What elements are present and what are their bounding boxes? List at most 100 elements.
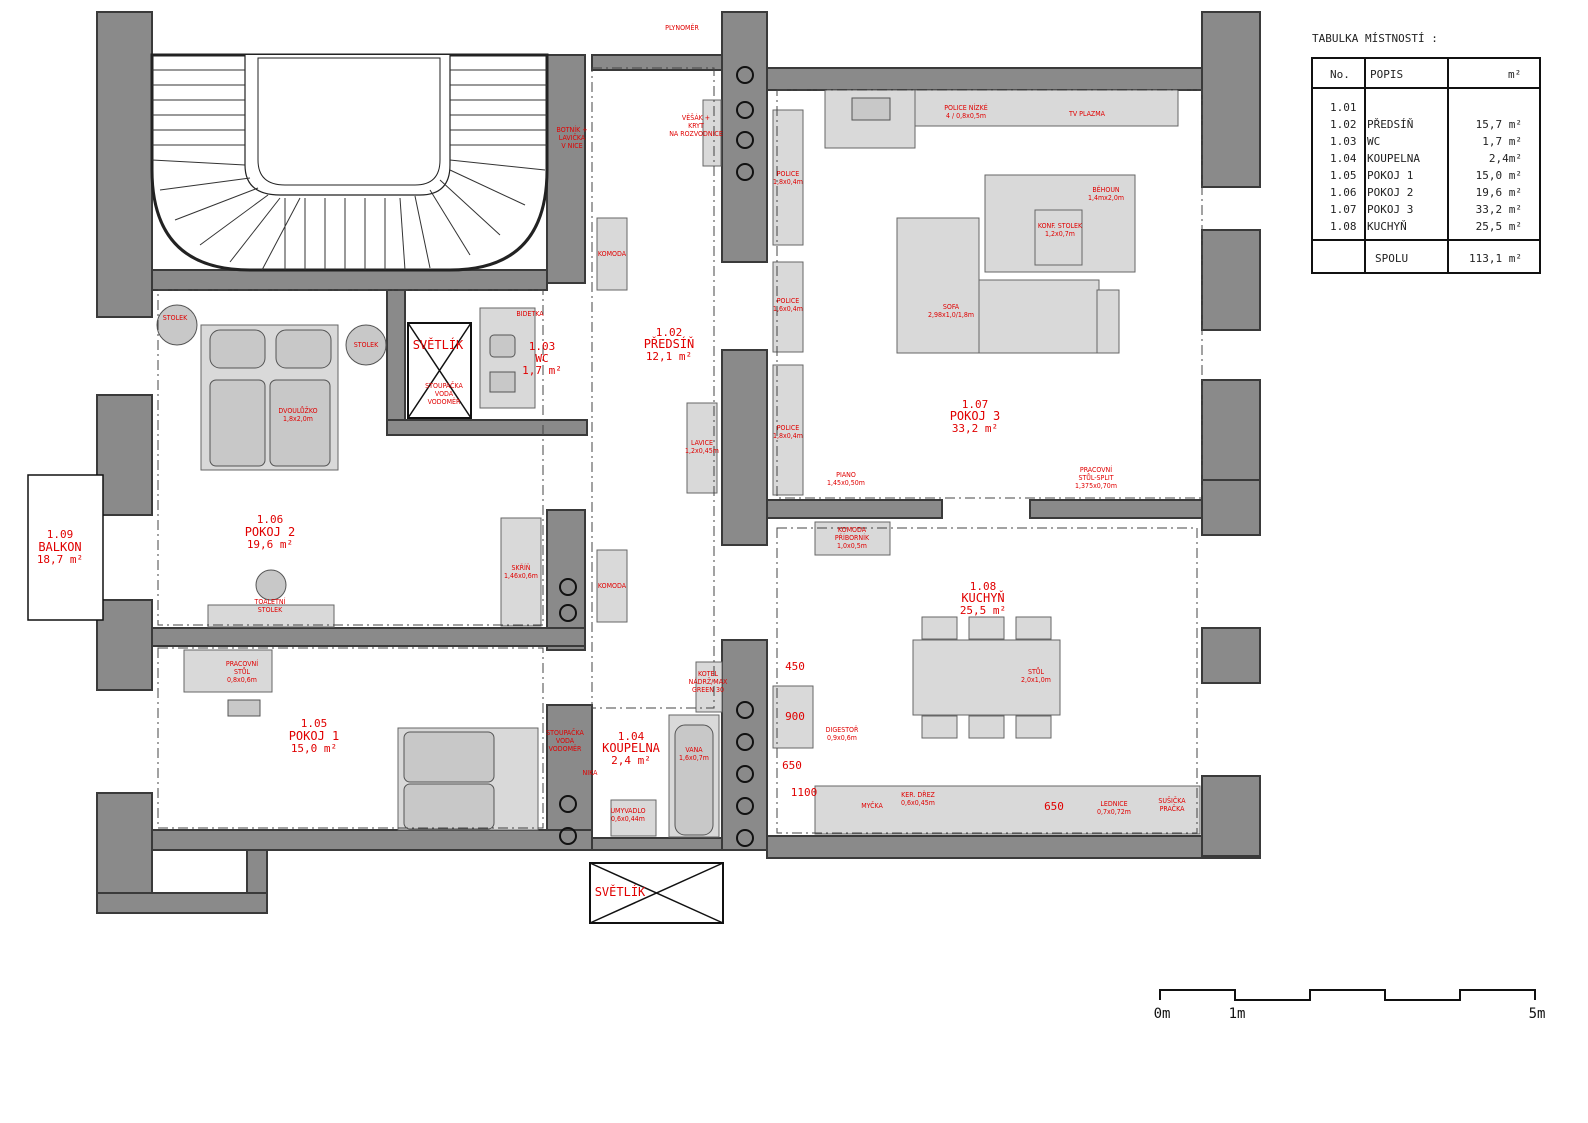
label-konf-dim: 1,2x0,7m: [1045, 230, 1075, 238]
label-skrin: SKŘÍŇ: [511, 563, 530, 572]
label-police-nizke-dim: 4 / 0,8x0,5m: [946, 112, 986, 120]
label-vana: VANA: [685, 746, 703, 754]
label-pracovni: PRACOVNÍ: [226, 659, 258, 668]
room-107-name: POKOJ 3: [950, 409, 1001, 423]
table-row-area: 25,5 m²: [1476, 220, 1522, 233]
label-komoda-2: KOMODA: [598, 582, 627, 590]
room-106-area: 19,6 m²: [247, 538, 293, 551]
room-109-name: BALKON: [38, 540, 81, 554]
room-103-no: 1.03: [529, 340, 556, 353]
label-voda-2: VODA: [556, 737, 575, 745]
table-row-popis: POKOJ 3: [1367, 203, 1413, 216]
label-lednice-dim: 0,7x0,72m: [1097, 808, 1131, 816]
staircase: [150, 53, 549, 272]
label-digestor: DIGESTOŘ: [826, 725, 859, 734]
label-piano: PIANO: [836, 471, 856, 479]
dim-1100: 1100: [791, 786, 818, 799]
label-toaletni: TOALETNÍ: [254, 597, 286, 606]
furniture: [156, 89, 1201, 838]
label-rozvodnice: NA ROZVODNICE: [669, 130, 723, 138]
label-prac-stul: PRACOVNÍ: [1080, 465, 1112, 474]
label-pribornik: PŘÍBORNÍK: [835, 533, 870, 542]
label-komoda-1: KOMODA: [598, 250, 627, 258]
label-stolek-1: STOLEK: [163, 314, 188, 322]
room-108-no: 1.08: [970, 580, 997, 593]
table-row-popis: PŘEDSÍŇ: [1367, 118, 1413, 131]
label-umyvadlo-dim: 0,6x0,44m: [611, 815, 645, 823]
label-plynomer: PLYNOMĚR: [665, 23, 699, 32]
table-row-no: 1.04: [1330, 152, 1357, 165]
table-row-area: 1,7 m²: [1482, 135, 1522, 148]
label-prac-stul-dim: 1,375x0,70m: [1075, 482, 1117, 490]
label-stolek-2: STOLEK: [354, 341, 379, 349]
room-boundaries: [157, 67, 1203, 834]
table-row-popis: POKOJ 1: [1367, 169, 1413, 182]
label-police-2-dim: 1,6x0,4m: [773, 305, 803, 313]
label-pracovni-dim: 0,8x0,6m: [227, 676, 257, 684]
scale-labels: 0m 1m 5m: [1154, 1006, 1546, 1022]
table-row-popis: KUCHYŇ: [1367, 220, 1407, 233]
label-tv: TV PLAZMA: [1068, 110, 1106, 118]
label-sofa: SOFA: [943, 303, 960, 311]
table-row-no: 1.03: [1330, 135, 1357, 148]
label-sofa-dim: 2,98x1,0/1,8m: [928, 311, 974, 319]
room-106-name: POKOJ 2: [245, 525, 296, 539]
table-row-area: 33,2 m²: [1476, 203, 1522, 216]
label-lavicka: LAVIČKA: [559, 133, 586, 142]
dim-650-b: 650: [1044, 800, 1064, 813]
scale-bar: [1159, 989, 1536, 1001]
room-107-no: 1.07: [962, 398, 989, 411]
label-skrin-dim: 1,46x0,6m: [504, 572, 538, 580]
room-102-name: PŘEDSÍŇ: [644, 336, 695, 351]
label-pracovni-2: STŮL: [234, 667, 250, 676]
room-106-no: 1.06: [257, 513, 284, 526]
room-103-name: WC: [535, 352, 548, 365]
table-header-popis: POPIS: [1370, 68, 1403, 81]
room-labels: 1.02 PŘEDSÍŇ 12,1 m² 1.03 WC 1,7 m² 1.04…: [37, 326, 1006, 767]
table-row-no: 1.05: [1330, 169, 1357, 182]
room-102-area: 12,1 m²: [646, 350, 692, 363]
label-svetlik-1: SVĚTLÍK: [413, 337, 464, 352]
label-vana-dim: 1,6x0,7m: [679, 754, 709, 762]
label-bidetka: BIDETKA: [516, 310, 544, 318]
label-police-3: POLICE: [777, 424, 800, 432]
furniture-labels: PLYNOMĚR VĚŠÁK + KRYT NA ROZVODNICE BOTN…: [163, 23, 1186, 899]
label-pracka: PRAČKA: [1160, 804, 1185, 813]
table-row-popis: POKOJ 2: [1367, 186, 1413, 199]
label-kerdrez: KER. DŘEZ: [901, 790, 935, 799]
room-104-name: KOUPELNA: [602, 741, 661, 755]
label-digestor-dim: 0,9x0,6m: [827, 734, 857, 742]
label-mycka: MYČKA: [861, 801, 883, 810]
label-dvouluzko-dim: 1,8x2,0m: [283, 415, 313, 423]
label-konf: KONF. STOLEK: [1038, 222, 1083, 230]
label-dvouluzko: DVOULŮŽKO: [278, 406, 317, 415]
label-prac-stul-2: STŮL-SPLIT: [1078, 473, 1113, 482]
table-row-no: 1.01: [1330, 101, 1357, 114]
label-lavice-dim: 1,2x0,45m: [685, 447, 719, 455]
label-vodomer-2: VODOMĚR: [549, 744, 582, 753]
label-botnik: BOTNÍK +: [557, 125, 588, 134]
room-109-no: 1.09: [47, 528, 74, 541]
label-behoun: BĚHOUN: [1092, 185, 1120, 194]
table-row-popis: WC: [1367, 135, 1380, 148]
table-title: TABULKA MÍSTNOSTÍ :: [1312, 32, 1438, 45]
room-105-name: POKOJ 1: [289, 729, 340, 743]
table-row-area: 2,4m²: [1489, 152, 1522, 165]
label-kotel: KOTEL: [698, 670, 719, 678]
room-104-area: 2,4 m²: [611, 754, 651, 767]
scale-1m: 1m: [1229, 1006, 1246, 1022]
room-108-name: KUCHYŇ: [961, 590, 1004, 605]
label-piano-dim: 1,45x0,50m: [827, 479, 865, 487]
label-stoupacka-1: STOUPAČKA: [425, 381, 463, 390]
room-108-area: 25,5 m²: [960, 604, 1006, 617]
room-103-area: 1,7 m²: [522, 364, 562, 377]
room-104-no: 1.04: [618, 730, 645, 743]
table-header-m2: m²: [1508, 68, 1521, 81]
room-105-area: 15,0 m²: [291, 742, 337, 755]
label-nika: NIKA: [583, 769, 599, 777]
label-stul-dim: 2,0x1,0m: [1021, 676, 1051, 684]
label-vesak: VĚŠÁK +: [682, 113, 710, 122]
label-stul: STŮL: [1028, 667, 1044, 676]
label-pribornik-dim: 1,0x0,5m: [837, 542, 867, 550]
